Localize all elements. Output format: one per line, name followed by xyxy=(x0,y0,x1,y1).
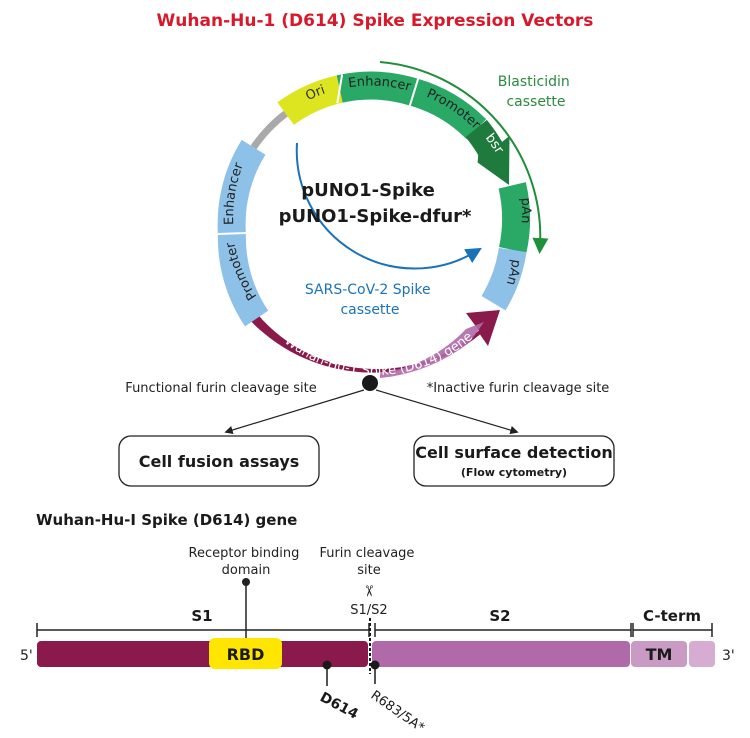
ori-segment xyxy=(277,75,344,126)
bsr-arrow xyxy=(465,119,510,185)
enhancer-right-segment xyxy=(336,71,419,106)
spike-cassette-label: SARS-CoV-2 Spike cassette xyxy=(305,282,435,318)
spike-gene-label: Wuhan-Hu-1 Spike (D614) gene xyxy=(281,329,475,379)
tm-bar xyxy=(631,641,687,667)
cell-surface-box xyxy=(413,435,615,487)
backbone-segment xyxy=(250,110,288,150)
gene-map: Wuhan-Hu-I Spike (D614) gene Receptor bi… xyxy=(20,511,735,736)
branch-arrow-right xyxy=(375,389,519,435)
cterm-tail-bar xyxy=(689,641,715,667)
cell-fusion-box xyxy=(118,435,320,487)
cterm-label: C-term xyxy=(643,607,701,625)
plasmid-name-2: pUNO1-Spike-dfur* xyxy=(279,206,472,227)
s1-bar xyxy=(37,641,368,667)
s1s2-label: S1/S2 xyxy=(350,603,387,618)
diagram-title: Wuhan-Hu-1 (D614) Spike Expression Vecto… xyxy=(157,11,594,31)
enhancer-left-segment xyxy=(217,139,266,235)
d614-label: D614 xyxy=(317,689,361,722)
r683-label: R683/5A* xyxy=(368,688,428,736)
branch-arrow-left xyxy=(224,389,365,435)
furin-site-label: Furin cleavage site xyxy=(319,546,418,578)
plasmid-map: Ori Enhancer Promoter bsr pAn pAn xyxy=(217,61,574,379)
s2-bar xyxy=(372,641,630,667)
promoter-left-segment xyxy=(217,233,269,327)
three-prime-label: 3' xyxy=(722,648,735,664)
promoter-right-segment xyxy=(409,78,487,140)
rbd-block xyxy=(209,638,282,669)
five-prime-label: 5' xyxy=(20,648,33,664)
branch-section: Functional furin cleavage site *Inactive… xyxy=(118,375,615,487)
cell-surface-label: Cell surface detection xyxy=(415,443,612,462)
cell-fusion-label: Cell fusion assays xyxy=(139,452,300,471)
flow-cytometry-label: (Flow cytometry) xyxy=(461,466,567,479)
gene-heading: Wuhan-Hu-I Spike (D614) gene xyxy=(36,511,297,529)
blasticidin-cassette-arc xyxy=(379,61,549,254)
segment-divider xyxy=(217,232,247,235)
blasticidin-cassette-label: Blasticidin cassette xyxy=(498,74,574,110)
segment-divider xyxy=(408,78,420,107)
inactive-site-label: *Inactive furin cleavage site xyxy=(427,381,610,396)
ori-label: Ori xyxy=(303,83,327,104)
spike-gene-gradient xyxy=(380,322,484,378)
scissors-icon: ✂ xyxy=(360,585,378,598)
spike-cassette-arc xyxy=(295,142,482,270)
pan-blue-segment xyxy=(481,247,527,311)
segment-divider xyxy=(336,74,344,104)
pan-green-segment xyxy=(498,182,531,254)
s2-label: S2 xyxy=(489,607,510,625)
tm-label: TM xyxy=(646,645,673,664)
spike-gene-arrow xyxy=(239,301,500,373)
pan-green-label: pAn xyxy=(518,197,534,224)
rbd-domain-label: Receptor binding domain xyxy=(189,546,304,578)
plasmid-name-1: pUNO1-Spike xyxy=(301,180,435,201)
pan-blue-label: pAn xyxy=(503,258,523,287)
branch-node xyxy=(362,375,378,391)
functional-site-label: Functional furin cleavage site xyxy=(125,381,316,396)
s1-label: S1 xyxy=(191,607,212,625)
rbd-pointer-dot xyxy=(242,578,250,586)
rbd-label: RBD xyxy=(227,645,265,664)
